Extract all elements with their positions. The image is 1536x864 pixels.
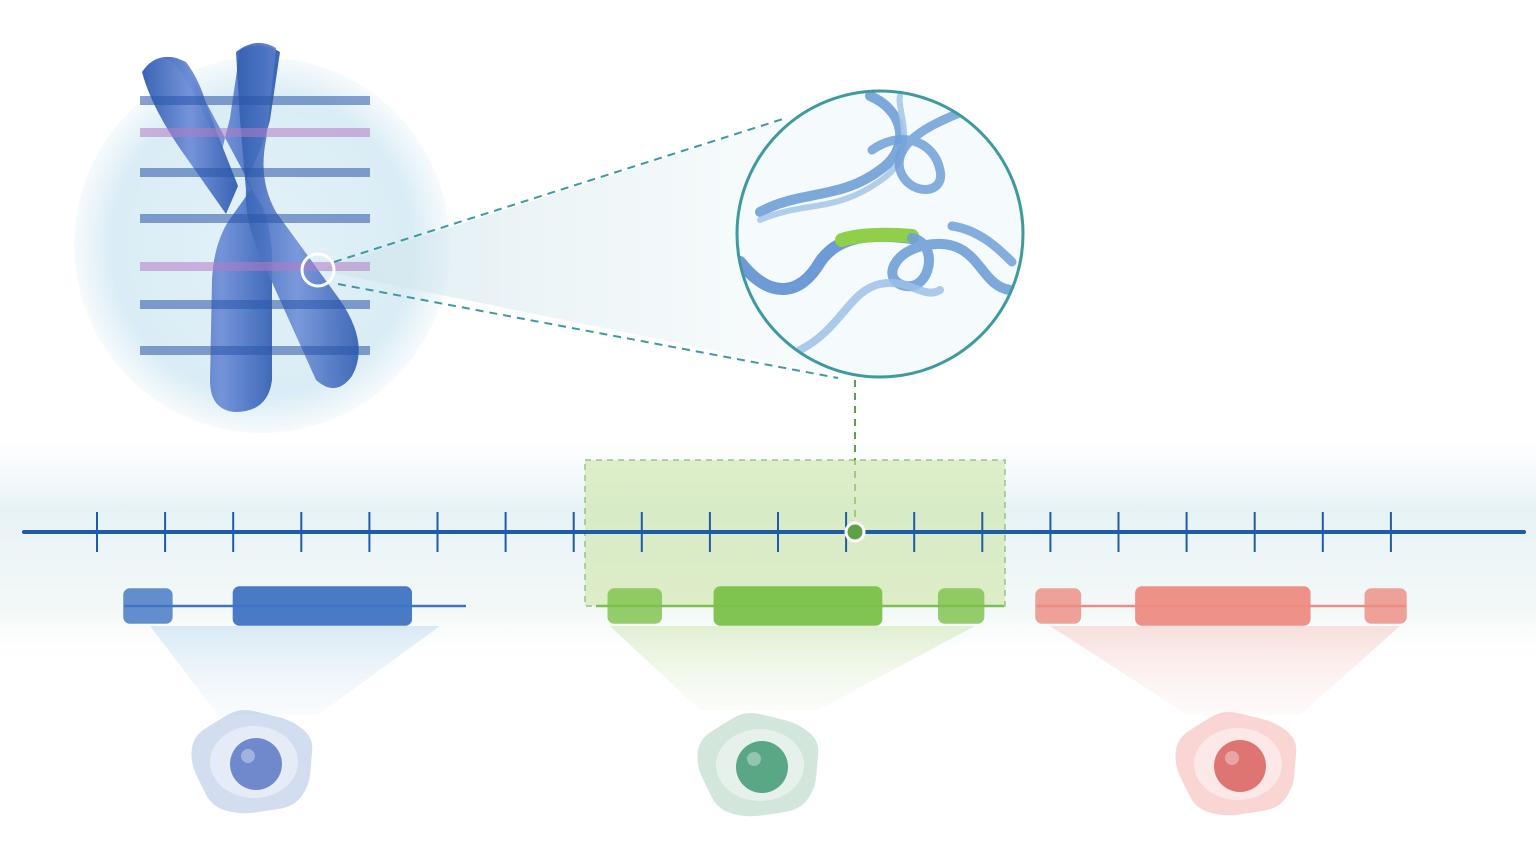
cell-red xyxy=(1175,711,1297,816)
dna-highlight-segment xyxy=(835,227,919,247)
dna-strands xyxy=(737,91,1017,354)
gene-exon xyxy=(1035,588,1082,624)
dna-strand-2 xyxy=(867,103,977,194)
chromosome-band xyxy=(140,300,370,309)
cell-blue xyxy=(191,709,313,814)
chromosome-band xyxy=(140,96,370,105)
cell-green xyxy=(697,712,819,817)
gene-exon xyxy=(123,588,173,624)
cell-nucleus xyxy=(230,738,282,790)
gene-exon xyxy=(607,588,663,624)
chromosome-band xyxy=(140,128,370,137)
cell-nucleus xyxy=(736,741,788,793)
dna-strand-1b xyxy=(757,93,908,223)
cell-nucleus xyxy=(1214,740,1266,792)
gene-exon xyxy=(1364,588,1407,624)
chromosome-band xyxy=(140,262,370,271)
dna-strand-1 xyxy=(755,91,906,217)
beam-to-cell-green xyxy=(610,626,975,710)
dna-strand-5 xyxy=(796,278,944,354)
dna-magnifier xyxy=(735,89,1025,379)
gene-exon xyxy=(937,588,985,624)
gene-models xyxy=(123,586,1407,626)
nucleus-highlight xyxy=(1225,751,1239,765)
focus-locus-ring xyxy=(300,252,336,288)
nucleus-highlight xyxy=(747,752,761,766)
beam-to-cell-blue xyxy=(150,626,440,715)
gene-red xyxy=(1035,586,1407,626)
zoom-beam xyxy=(318,118,850,378)
zoom-line-top xyxy=(333,117,787,263)
gene-blue xyxy=(123,586,466,626)
genome-axis-ticks xyxy=(96,512,1392,552)
dna-strand-4 xyxy=(887,233,1015,295)
chromosome-band xyxy=(140,214,370,223)
zoom-line-bottom xyxy=(337,283,839,379)
locus-marker xyxy=(844,521,866,543)
chromosome-band xyxy=(140,168,370,177)
chromosome-band xyxy=(140,346,370,355)
magnifier-ring xyxy=(735,89,1025,379)
gene-exon xyxy=(1135,586,1311,626)
chromosome-bands xyxy=(140,96,370,355)
gene-green xyxy=(596,586,1004,626)
cells xyxy=(191,709,1297,817)
gene-exon xyxy=(713,586,883,626)
gene-exon xyxy=(232,586,413,626)
nucleus-highlight xyxy=(241,749,255,763)
x-chromosome-icon xyxy=(140,42,370,413)
genome-axis xyxy=(22,512,1526,552)
dna-strand-6 xyxy=(947,221,1017,267)
beam-to-cell-red xyxy=(1050,626,1400,715)
